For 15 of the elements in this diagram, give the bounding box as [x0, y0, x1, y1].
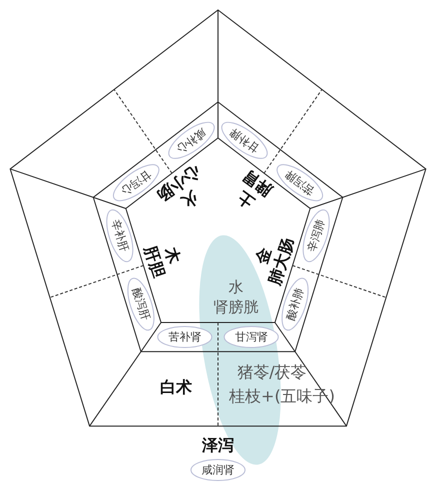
herb-oval: 苦泻脾 [276, 164, 324, 202]
herb-label: 白术 [160, 378, 192, 396]
herb-oval: 酸补肺 [282, 278, 309, 331]
herb-oval: 甘补脾 [221, 122, 268, 159]
herb-label: 泽泻 [202, 436, 234, 454]
herb-oval: 辛补肝 [106, 209, 134, 262]
herb-oval: 苦补肾 [157, 326, 212, 348]
herb-oval: 酸泻肝 [127, 278, 154, 331]
herb-oval: 辛泻肺 [302, 209, 330, 262]
herb-oval: 咸润肾 [190, 459, 246, 481]
element-label: 水 [228, 278, 244, 296]
element-label: 金 [252, 244, 275, 266]
herb-oval: 咸补心 [168, 122, 215, 159]
herb-label: 猪苓/茯苓 [237, 362, 307, 382]
organ-label: 肾膀胱 [214, 298, 258, 316]
